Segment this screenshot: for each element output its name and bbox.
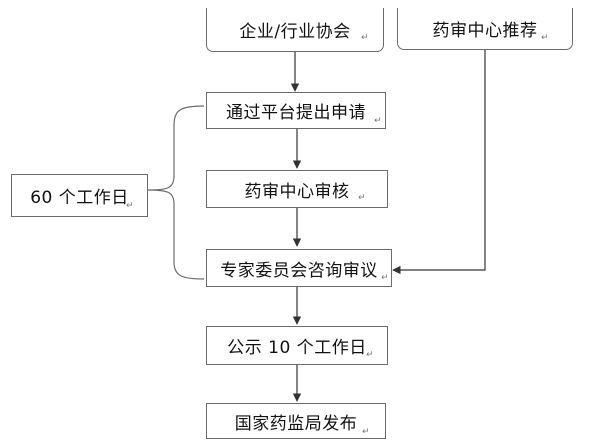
expert-box: 专家委员会咨询审议 <box>206 249 392 287</box>
publish-box: 国家药监局发布 <box>206 403 386 439</box>
expert-label: 专家委员会咨询审议 <box>220 260 378 281</box>
paragraph-mark-icon: ↵ <box>366 350 374 360</box>
publish-label: 国家药监局发布 <box>234 413 358 434</box>
time-note-box: 60 个工作日 <box>11 174 148 217</box>
association-box: 企业/行业协会 <box>206 8 384 52</box>
paragraph-mark-icon: ↵ <box>358 193 366 203</box>
paragraph-mark-icon: ↵ <box>361 33 369 43</box>
review-label: 药审中心审核 <box>244 181 350 202</box>
association-label: 企业/行业协会 <box>239 22 351 42</box>
paragraph-mark-icon: ↵ <box>541 33 549 43</box>
arrow-recommend-to-expert <box>392 50 486 275</box>
review-box: 药审中心审核 <box>206 170 388 208</box>
paragraph-mark-icon: ↵ <box>126 201 134 211</box>
recommend-label: 药审中心推荐 <box>432 21 538 41</box>
paragraph-mark-icon: ↵ <box>374 116 382 126</box>
time-note-label: 60 个工作日 <box>30 188 129 208</box>
recommend-box: 药审中心推荐 <box>397 8 573 50</box>
publicity-label: 公示 10 个工作日 <box>227 338 367 358</box>
publicity-box: 公示 10 个工作日 <box>206 326 388 365</box>
apply-label: 通过平台提出申请 <box>226 103 366 123</box>
apply-box: 通过平台提出申请 <box>206 92 386 129</box>
paragraph-mark-icon: ↵ <box>362 427 370 437</box>
time-span-brace <box>147 105 205 280</box>
paragraph-mark-icon: ↵ <box>381 273 389 283</box>
